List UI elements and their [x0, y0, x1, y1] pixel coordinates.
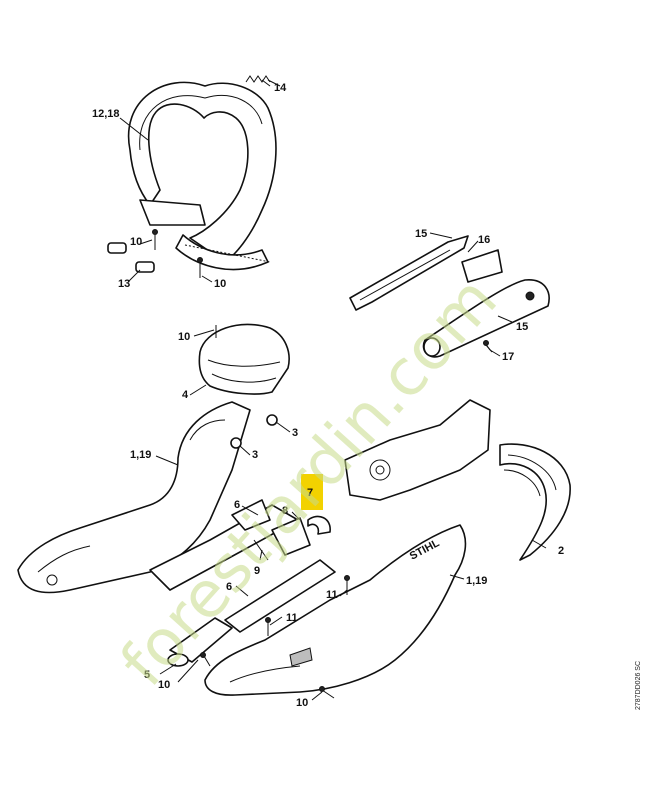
label-10: 10 [130, 236, 142, 248]
label-13: 13 [118, 278, 130, 290]
label-11: 11 [326, 589, 338, 601]
label-6: 6 [226, 581, 232, 593]
label-8: 8 [282, 505, 288, 517]
loop-fasteners [107, 229, 203, 278]
label-10: 10 [158, 679, 170, 691]
label-14: 14 [274, 82, 287, 94]
label-1-19: 1,19 [466, 575, 487, 587]
highlight-part-7 [301, 474, 323, 510]
leader-lines [119, 79, 547, 701]
label-10: 10 [178, 331, 190, 343]
washer-part [230, 437, 242, 449]
screws [200, 340, 493, 699]
label-12-18: 12,18 [92, 108, 120, 120]
motor-part [167, 559, 336, 667]
label-5: 5 [144, 669, 150, 681]
label-10: 10 [214, 278, 226, 290]
loop-handle [127, 81, 277, 271]
label-6: 6 [234, 499, 240, 511]
housing-right: STIHL [204, 524, 467, 696]
housing-left [17, 401, 251, 594]
label-16: 16 [478, 234, 490, 246]
motor-housing [344, 399, 491, 501]
drawing-code: 2787DD026 SC [635, 661, 642, 710]
label-15: 15 [415, 228, 427, 240]
cap-part [198, 323, 290, 395]
label-7: 7 [307, 487, 313, 499]
spring-part [245, 75, 281, 87]
label-17: 17 [502, 351, 514, 363]
label-9: 9 [254, 565, 260, 577]
label-15: 15 [516, 321, 528, 333]
label-4: 4 [182, 389, 189, 401]
label-1-19: 1,19 [130, 449, 151, 461]
label-11: 11 [286, 612, 298, 624]
callout-labels: 14 12,18 10 13 10 15 16 15 17 10 4 3 1,1… [92, 82, 564, 709]
label-10: 10 [296, 697, 308, 709]
inner-frame [149, 499, 331, 591]
label-3: 3 [292, 427, 298, 439]
guard-part [499, 443, 571, 561]
label-2: 2 [558, 545, 564, 557]
label-3: 3 [252, 449, 258, 461]
washer-part [266, 414, 278, 426]
handle-top-part [349, 235, 550, 358]
